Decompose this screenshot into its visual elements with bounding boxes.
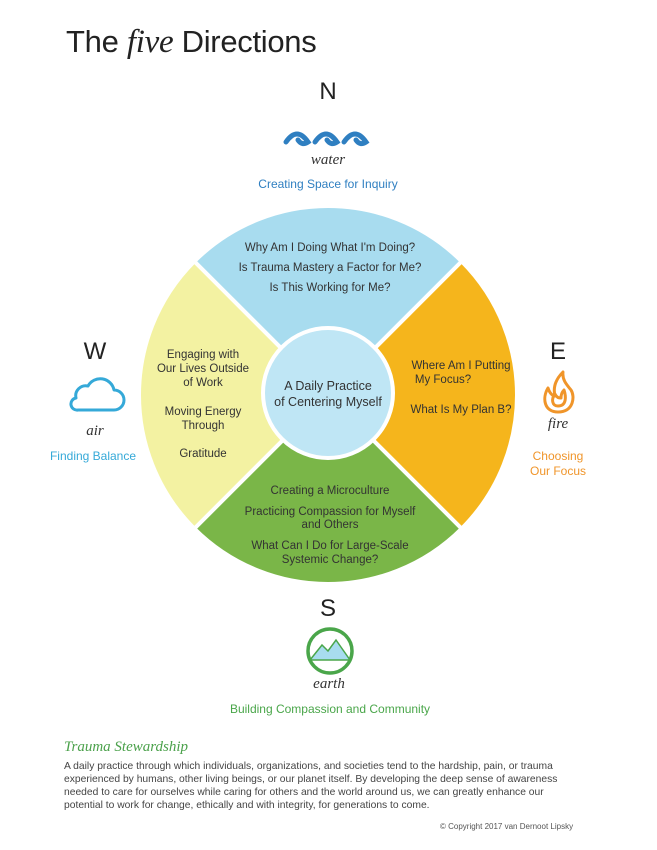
west-text-line: of Work bbox=[183, 377, 223, 389]
element-water: water bbox=[310, 152, 346, 168]
copyright: © Copyright 2017 van Dernoot Lipsky bbox=[440, 822, 574, 831]
east-question-line: Where Am I Putting bbox=[411, 360, 511, 372]
center-text-line1: A Daily Practice bbox=[284, 379, 372, 393]
west-text-line: Engaging with bbox=[166, 349, 240, 361]
flame-icon bbox=[543, 370, 575, 414]
north-question: Is This Working for Me? bbox=[269, 282, 391, 294]
south-text-line: What Can I Do for Large-Scale bbox=[251, 540, 409, 552]
subtitle-east-line2: Our Focus bbox=[529, 464, 586, 478]
subtitle-north: Creating Space for Inquiry bbox=[258, 177, 398, 191]
south-text-line: Practicing Compassion for Myself bbox=[244, 506, 416, 518]
footer-heading: Trauma Stewardship bbox=[64, 739, 189, 755]
east-question: What Is My Plan B? bbox=[410, 404, 512, 416]
east-question-line: My Focus? bbox=[414, 374, 472, 386]
direction-letter-west: W bbox=[83, 338, 107, 365]
south-text-line: Creating a Microculture bbox=[270, 485, 390, 497]
cloud-icon bbox=[69, 377, 126, 412]
element-air: air bbox=[86, 423, 104, 439]
north-question: Why Am I Doing What I'm Doing? bbox=[244, 242, 416, 254]
title-suffix: Directions bbox=[181, 24, 317, 59]
direction-letter-east: E bbox=[549, 338, 566, 365]
element-fire: fire bbox=[547, 416, 569, 432]
mountain-icon bbox=[306, 627, 354, 675]
west-text-line: Through bbox=[181, 420, 225, 432]
subtitle-south: Building Compassion and Community bbox=[229, 702, 431, 716]
direction-letter-south: S bbox=[319, 595, 336, 622]
element-earth: earth bbox=[313, 676, 345, 692]
north-question: Is Trauma Mastery a Factor for Me? bbox=[238, 262, 422, 274]
west-text-line: Moving Energy bbox=[164, 406, 242, 418]
subtitle-east-line1: Choosing bbox=[532, 449, 584, 463]
title-prefix: The bbox=[66, 24, 119, 59]
center-text-line2: of Centering Myself bbox=[274, 395, 382, 409]
south-text-line: and Others bbox=[301, 519, 359, 531]
waves-icon bbox=[283, 131, 370, 147]
title-italic-word: five bbox=[126, 24, 174, 60]
direction-letter-north: N bbox=[319, 78, 337, 105]
page-title: The five Directions bbox=[66, 24, 317, 61]
west-text-line: Gratitude bbox=[179, 448, 227, 460]
south-text-line: Systemic Change? bbox=[281, 554, 379, 566]
footer-body: A daily practice through which individua… bbox=[64, 761, 558, 811]
west-text-line: Our Lives Outside bbox=[156, 363, 250, 375]
center-circle bbox=[261, 326, 395, 460]
subtitle-west: Finding Balance bbox=[49, 449, 137, 463]
